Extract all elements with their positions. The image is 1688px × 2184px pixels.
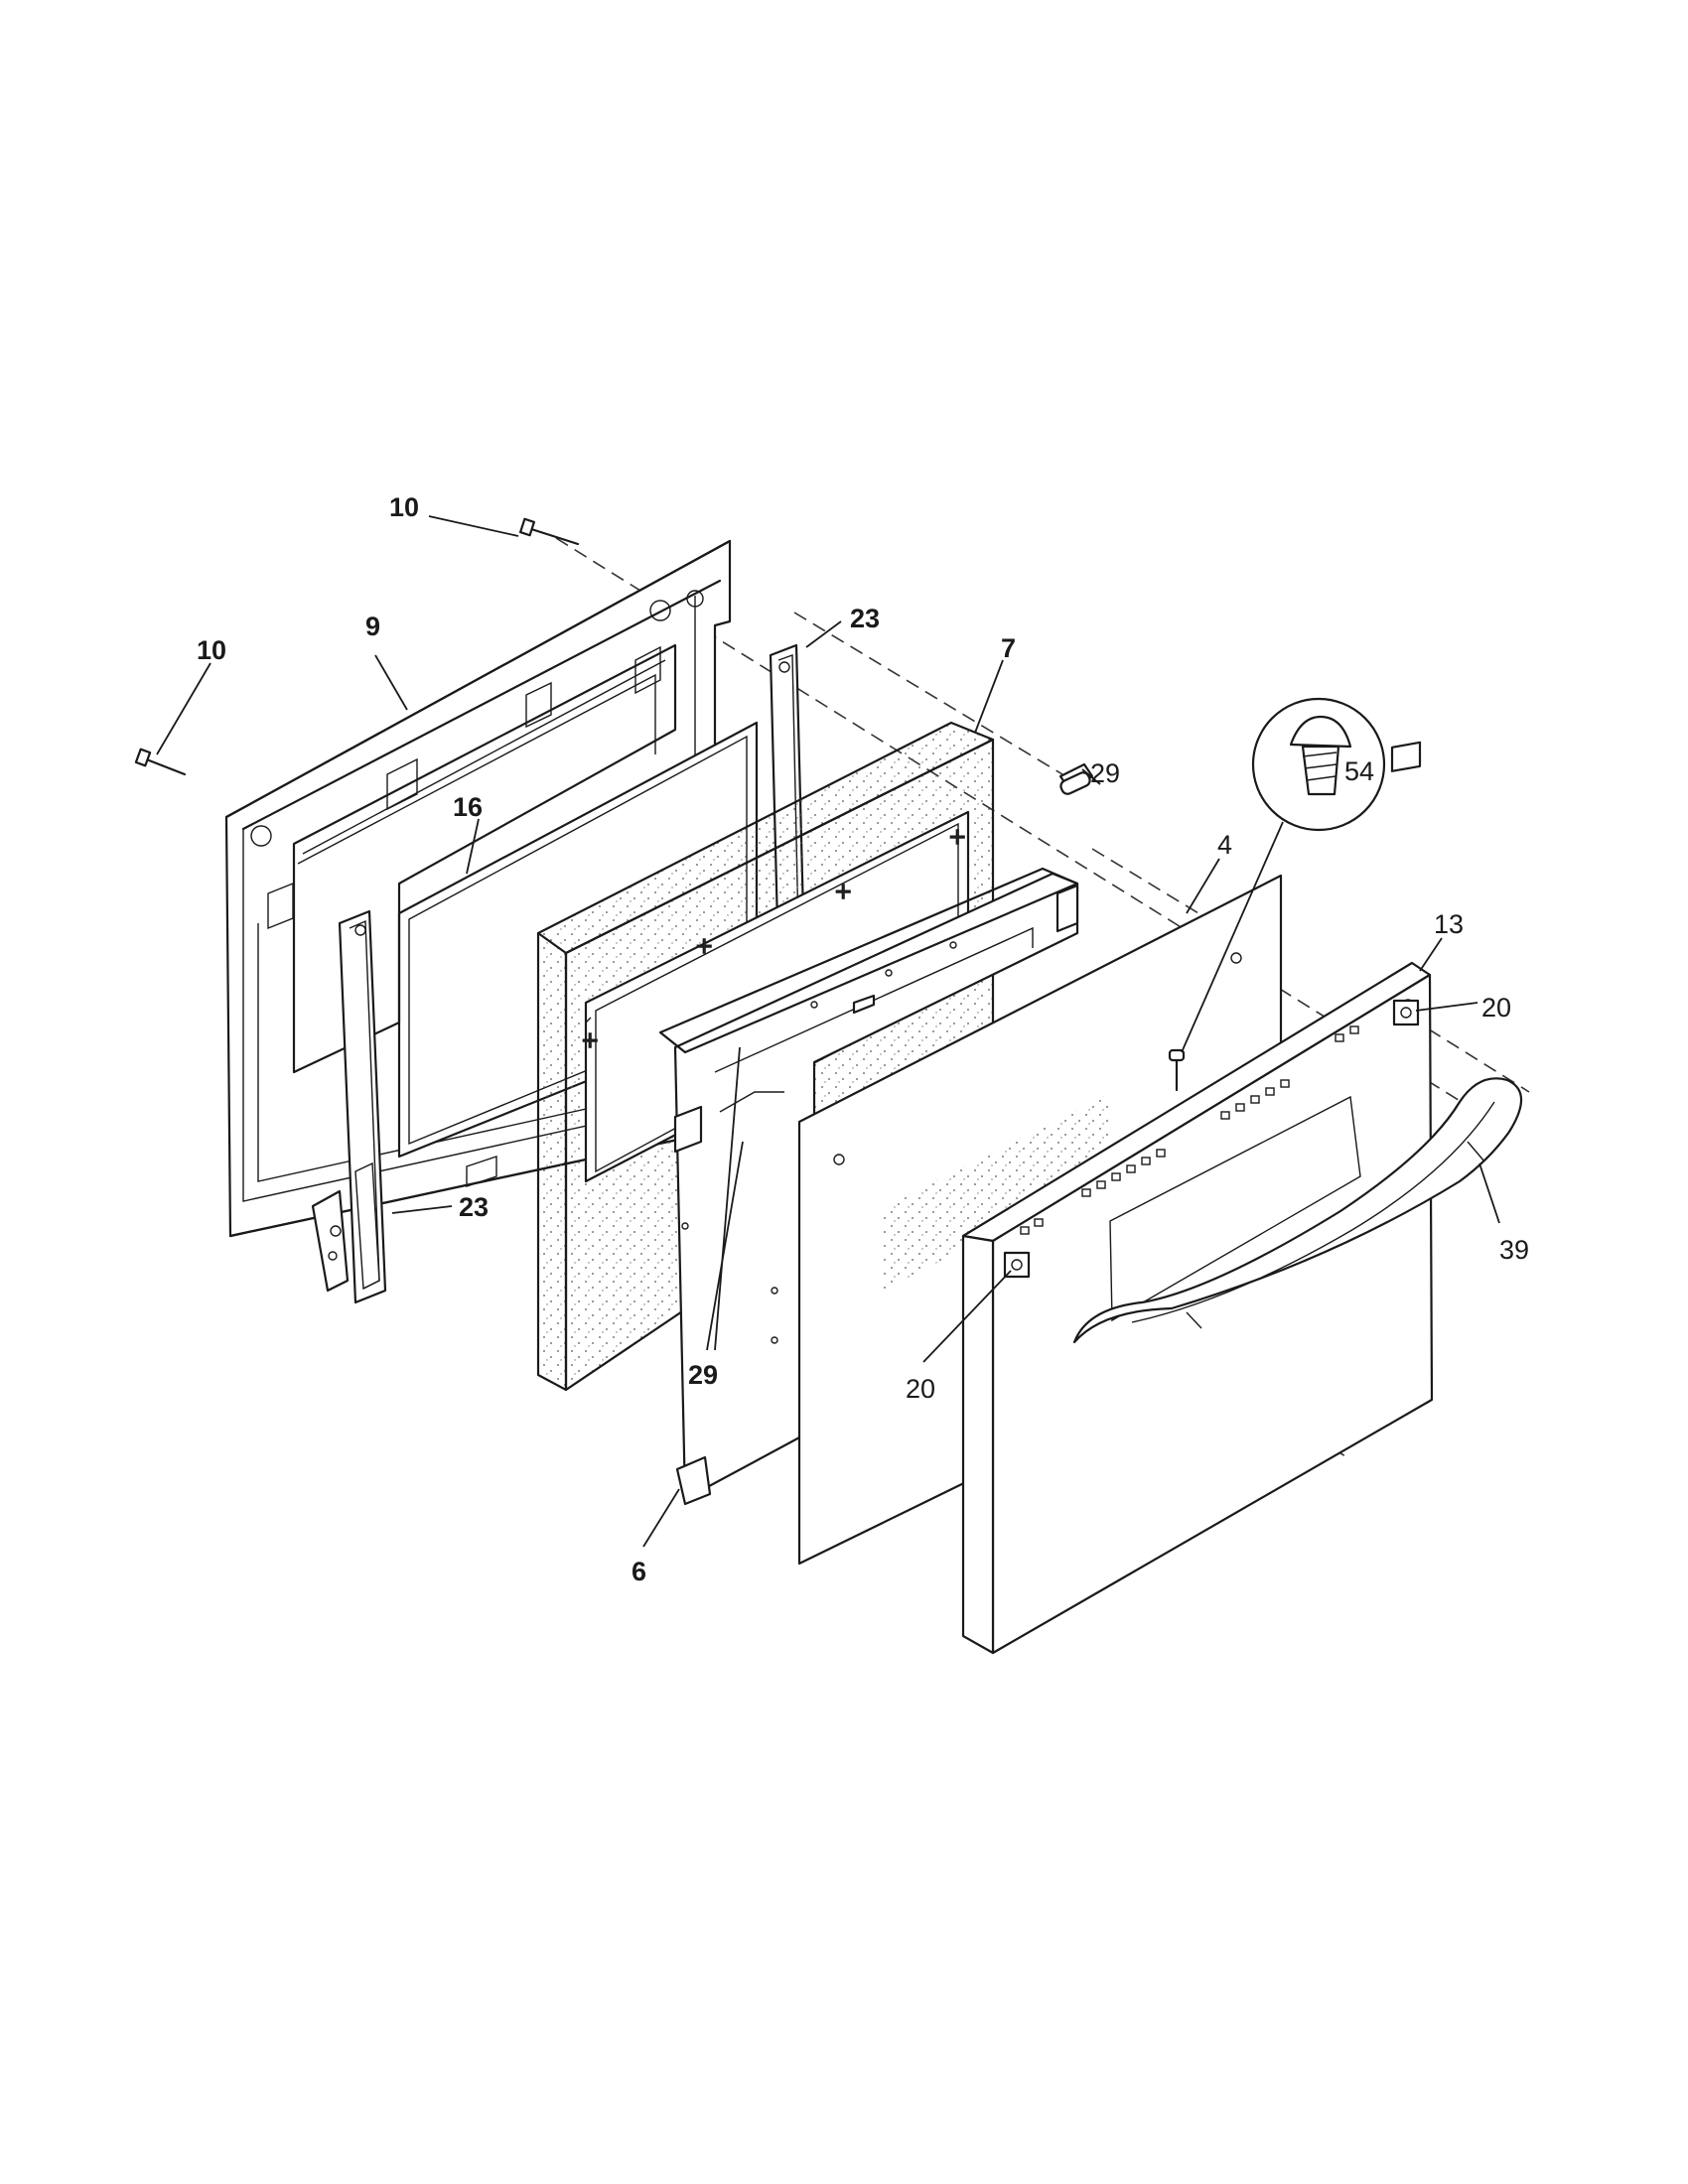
callout-13: 13 <box>1434 909 1464 939</box>
leader-lines <box>156 515 1500 1548</box>
callout-20-left: 20 <box>906 1374 935 1404</box>
handle-mount-left <box>1003 1251 1031 1279</box>
svg-text:+: + <box>581 1028 599 1053</box>
callout-29-bottom: 29 <box>688 1360 718 1390</box>
callout-10-left: 10 <box>197 635 226 665</box>
door-handle <box>1072 1077 1523 1344</box>
callout-9: 9 <box>365 612 380 641</box>
callout-54: 54 <box>1344 756 1374 786</box>
handle-mount-right <box>1392 999 1420 1026</box>
svg-text:+: + <box>695 934 713 959</box>
svg-text:+: + <box>834 880 852 904</box>
callout-16: 16 <box>453 792 483 822</box>
callout-29-right: 29 <box>1090 758 1120 788</box>
callout-6: 6 <box>632 1557 646 1586</box>
callout-39: 39 <box>1499 1235 1529 1265</box>
outer-door-panel <box>961 741 1434 1655</box>
screw-top <box>518 517 580 546</box>
glass-screw <box>1168 1048 1186 1092</box>
callout-labels: 10 10 9 23 23 7 16 29 29 4 54 13 20 20 3… <box>197 492 1529 1586</box>
svg-text:+: + <box>948 825 966 850</box>
door-frame-panel <box>658 867 1079 1506</box>
callout-20-right: 20 <box>1481 993 1511 1023</box>
callout-4: 4 <box>1217 830 1232 860</box>
callout-7: 7 <box>1001 633 1016 663</box>
control-buttons-row <box>1020 1025 1359 1235</box>
callout-23-bottom: 23 <box>459 1192 489 1222</box>
screw-detail-bubble <box>1181 697 1386 1053</box>
screw-left <box>134 748 187 776</box>
callout-23-top: 23 <box>850 604 880 633</box>
callout-10-top: 10 <box>389 492 419 522</box>
door-stop-right <box>1058 762 1094 795</box>
hinge-left <box>311 909 387 1304</box>
